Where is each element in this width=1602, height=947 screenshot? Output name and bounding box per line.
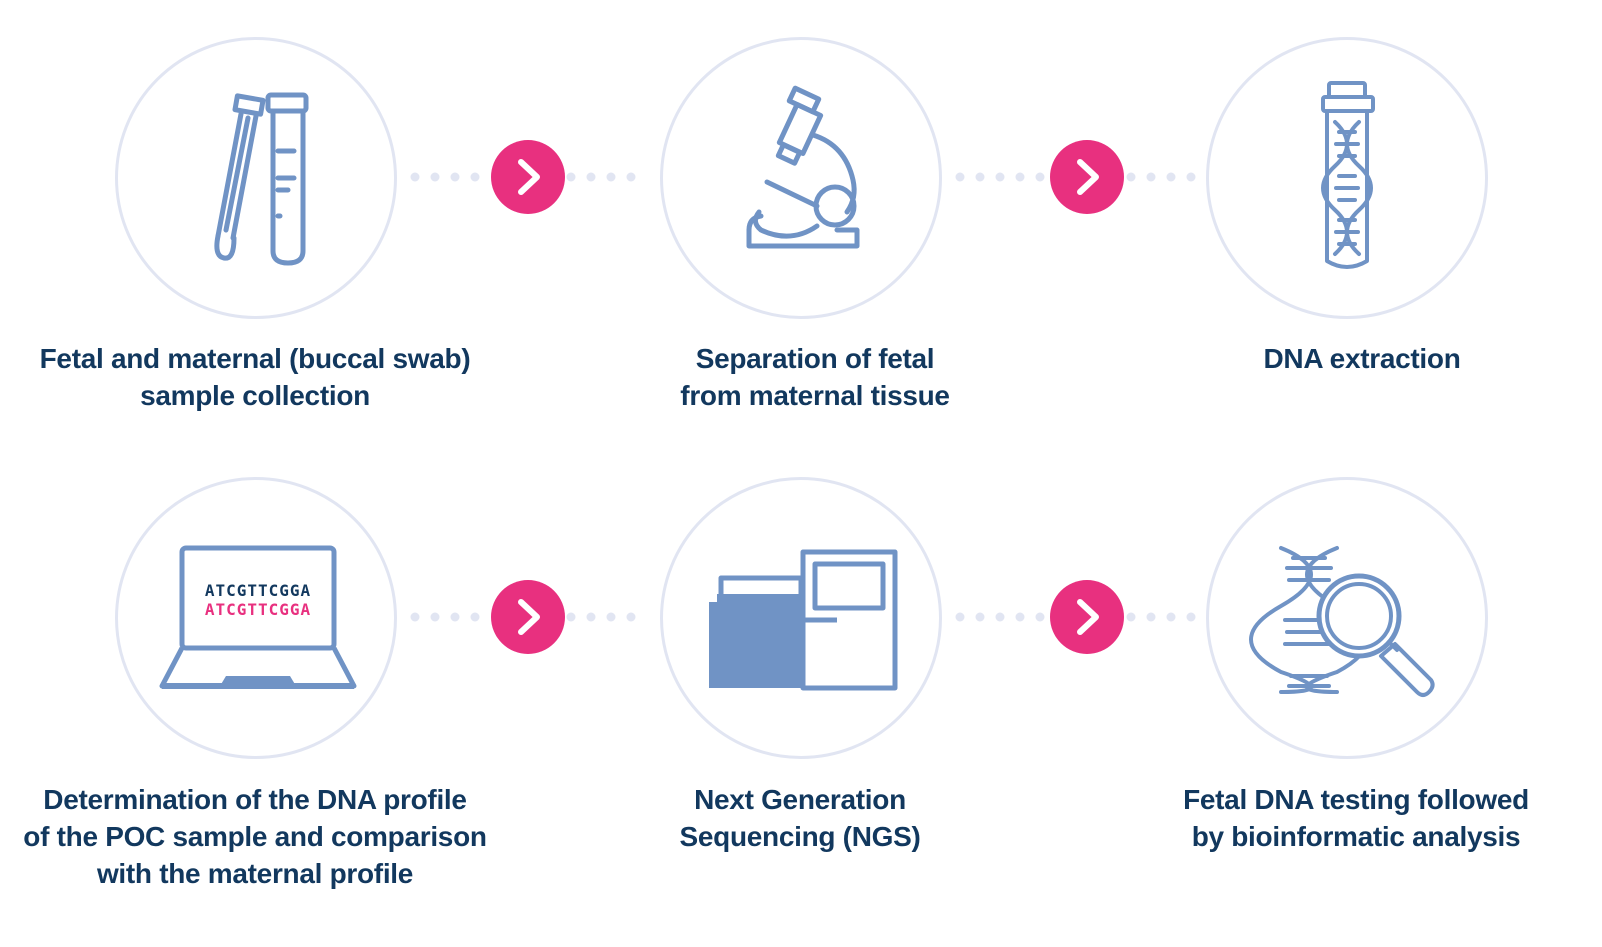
label-line: Fetal DNA testing followed <box>1183 784 1529 815</box>
step-circle-sample-collection <box>115 37 397 319</box>
connector-dots <box>410 612 490 622</box>
step-label-dna-profile: Determination of the DNA profile of the … <box>23 781 487 892</box>
step-label-dna-extraction: DNA extraction <box>1263 340 1460 377</box>
chevron-right-icon <box>491 580 565 654</box>
laptop-icon: ATCGTTCGGA ATCGTTCGGA <box>159 545 357 689</box>
step-label-ngs: Next Generation Sequencing (NGS) <box>680 781 921 855</box>
step-circle-dna-profile: ATCGTTCGGA ATCGTTCGGA <box>115 477 397 759</box>
label-line: Sequencing (NGS) <box>679 821 921 852</box>
label-line: Next Generation <box>694 784 906 815</box>
screen-line-2: ATCGTTCGGA <box>205 600 311 619</box>
step-label-fetal-dna-testing: Fetal DNA testing followed by bioinforma… <box>1183 781 1529 855</box>
chevron-right-icon <box>491 140 565 214</box>
step-circle-fetal-dna-testing <box>1206 477 1488 759</box>
sequencer-icon <box>709 549 898 691</box>
connector-dots <box>955 172 1047 182</box>
dna-tube-icon <box>1321 81 1375 269</box>
label-line: of the POC sample and comparison <box>23 821 487 852</box>
label-line: from maternal tissue <box>680 380 950 411</box>
step-circle-dna-extraction <box>1206 37 1488 319</box>
connector-dots <box>1126 612 1206 622</box>
connector-dots <box>410 172 490 182</box>
label-line: DNA extraction <box>1263 343 1461 374</box>
step-circle-separation <box>660 37 942 319</box>
chevron-right-icon <box>1050 140 1124 214</box>
chevron-right-icon <box>1050 580 1124 654</box>
microscope-icon <box>746 85 860 249</box>
step-circle-ngs <box>660 477 942 759</box>
label-line: Fetal and maternal (buccal swab) <box>39 343 471 374</box>
dna-magnifier-icon <box>1249 546 1435 697</box>
screen-line-1: ATCGTTCGGA <box>205 581 311 600</box>
connector-dots <box>566 612 646 622</box>
test-tubes-icon <box>214 92 309 266</box>
step-label-separation: Separation of fetal from maternal tissue <box>680 340 950 414</box>
step-label-sample-collection: Fetal and maternal (buccal swab) sample … <box>40 340 471 414</box>
connector-dots <box>1126 172 1206 182</box>
connector-dots <box>566 172 646 182</box>
label-line: with the maternal profile <box>96 858 414 889</box>
connector-dots <box>955 612 1047 622</box>
label-line: Separation of fetal <box>695 343 935 374</box>
label-line: sample collection <box>140 380 370 411</box>
label-line: by bioinformatic analysis <box>1191 821 1521 852</box>
label-line: Determination of the DNA profile <box>43 784 467 815</box>
